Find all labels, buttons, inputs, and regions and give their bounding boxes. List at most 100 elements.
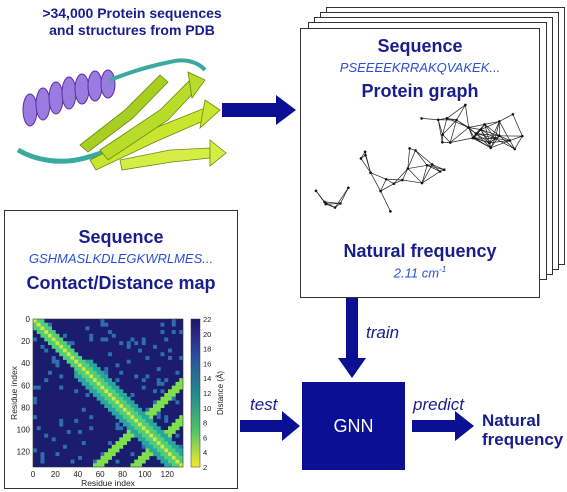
heatmap-cell bbox=[115, 396, 120, 401]
heatmap-cell bbox=[48, 322, 52, 327]
heatmap-cell bbox=[63, 344, 67, 349]
heatmap-cell bbox=[36, 319, 41, 323]
heatmap-cell bbox=[171, 441, 176, 445]
heatmap-cell bbox=[36, 330, 41, 334]
heatmap-cell bbox=[130, 422, 135, 427]
heatmap-cell bbox=[74, 363, 79, 368]
colorbar-tick-label: 6 bbox=[203, 433, 207, 442]
heatmap-cell bbox=[134, 433, 139, 438]
heatmap-cell bbox=[179, 381, 184, 386]
heatmap-cell bbox=[153, 430, 157, 434]
heatmap-cell bbox=[175, 433, 180, 438]
graph-node bbox=[401, 178, 404, 182]
heatmap-cell bbox=[85, 370, 90, 375]
heatmap-cell bbox=[74, 367, 79, 371]
heatmap-cell bbox=[149, 444, 154, 449]
graph-edge bbox=[450, 127, 469, 143]
heatmap-cell bbox=[123, 441, 127, 445]
colorbar-tick-label: 12 bbox=[203, 389, 211, 398]
heatmap-cell bbox=[160, 330, 165, 334]
y-tick-label: 20 bbox=[21, 337, 30, 346]
heatmap-cell bbox=[138, 430, 142, 434]
heatmap-cell bbox=[179, 378, 184, 383]
heatmap-cell bbox=[59, 374, 64, 379]
y-tick-label: 0 bbox=[26, 315, 31, 324]
heatmap-cell bbox=[145, 415, 150, 420]
heatmap-cell bbox=[111, 444, 116, 449]
heatmap-cell bbox=[126, 418, 131, 423]
y-axis-label: Residue index bbox=[9, 365, 19, 420]
heatmap-cell bbox=[96, 381, 101, 386]
heatmap-cell bbox=[74, 374, 79, 379]
heatmap-cell bbox=[156, 400, 161, 405]
heatmap-cell bbox=[171, 444, 176, 449]
heatmap-cell bbox=[160, 444, 165, 449]
heatmap-cell bbox=[156, 378, 161, 383]
heatmap-cell bbox=[149, 411, 154, 416]
graph-edge bbox=[474, 137, 490, 144]
heatmap-cell bbox=[70, 341, 75, 346]
heatmap-cell bbox=[123, 396, 127, 401]
heatmap-cell bbox=[153, 452, 157, 457]
heatmap-cell bbox=[123, 418, 127, 423]
heatmap-cell bbox=[130, 415, 135, 420]
heatmap-cell bbox=[149, 426, 154, 431]
heatmap-cell bbox=[115, 404, 120, 408]
heatmap-cell bbox=[100, 455, 105, 460]
graph-edge bbox=[365, 155, 371, 173]
heatmap-cell bbox=[44, 330, 49, 334]
heatmap-cell bbox=[36, 326, 41, 331]
heatmap-cell bbox=[164, 437, 169, 442]
graph-node bbox=[324, 202, 328, 206]
heatmap-cell bbox=[134, 341, 139, 346]
heatmap-cell bbox=[138, 415, 142, 420]
heatmap-cell bbox=[93, 370, 97, 375]
heatmap-cell bbox=[40, 319, 45, 323]
graph-node bbox=[442, 168, 446, 172]
heatmap-cell bbox=[44, 322, 49, 327]
heatmap-cell bbox=[96, 396, 101, 401]
heatmap-cell bbox=[108, 381, 112, 386]
heatmap-cell bbox=[145, 418, 150, 423]
graph-edge bbox=[415, 150, 433, 165]
heatmap-cell bbox=[108, 400, 112, 405]
heatmap-cell bbox=[33, 415, 37, 420]
heatmap-cell bbox=[119, 407, 124, 412]
heatmap-cell bbox=[40, 326, 45, 331]
heatmap-cell bbox=[100, 374, 105, 379]
heatmap-cell bbox=[96, 463, 101, 468]
heatmap-cell bbox=[130, 463, 135, 468]
heatmap-cell bbox=[171, 319, 176, 323]
y-tick-label: 100 bbox=[17, 425, 31, 434]
map-card: Sequence GSHMASLKDLEGKWRLMES... Contact/… bbox=[4, 210, 238, 489]
heatmap-cell bbox=[81, 367, 86, 371]
graph-node bbox=[392, 182, 396, 186]
heatmap-cell bbox=[126, 344, 131, 349]
heatmap-cell bbox=[168, 441, 172, 445]
heatmap-cell bbox=[179, 448, 184, 453]
heatmap-cell bbox=[138, 407, 142, 412]
heatmap-cell bbox=[145, 441, 150, 445]
heatmap-cell bbox=[66, 341, 71, 346]
heatmap-cell bbox=[40, 322, 45, 327]
heatmap-cell bbox=[141, 433, 146, 438]
heatmap-cell bbox=[74, 418, 79, 423]
heatmap-cell bbox=[153, 444, 157, 449]
heatmap-cell bbox=[164, 433, 169, 438]
colorbar bbox=[190, 318, 201, 468]
heatmap-cell bbox=[175, 422, 180, 427]
graph-edge bbox=[449, 119, 457, 143]
heatmap-cell bbox=[160, 381, 165, 386]
heatmap-cell bbox=[153, 426, 157, 431]
heatmap-cell bbox=[85, 367, 90, 371]
graph-edge bbox=[360, 151, 366, 159]
heatmap-cell bbox=[175, 370, 180, 375]
graph-edge bbox=[484, 124, 496, 139]
heatmap-cell bbox=[81, 363, 86, 368]
heatmap-cell bbox=[156, 437, 161, 442]
heatmap-cell bbox=[48, 341, 52, 346]
graph-edge bbox=[442, 119, 457, 135]
heatmap-cell bbox=[175, 455, 180, 460]
graph-node bbox=[359, 157, 363, 160]
heatmap-cell bbox=[63, 348, 67, 353]
